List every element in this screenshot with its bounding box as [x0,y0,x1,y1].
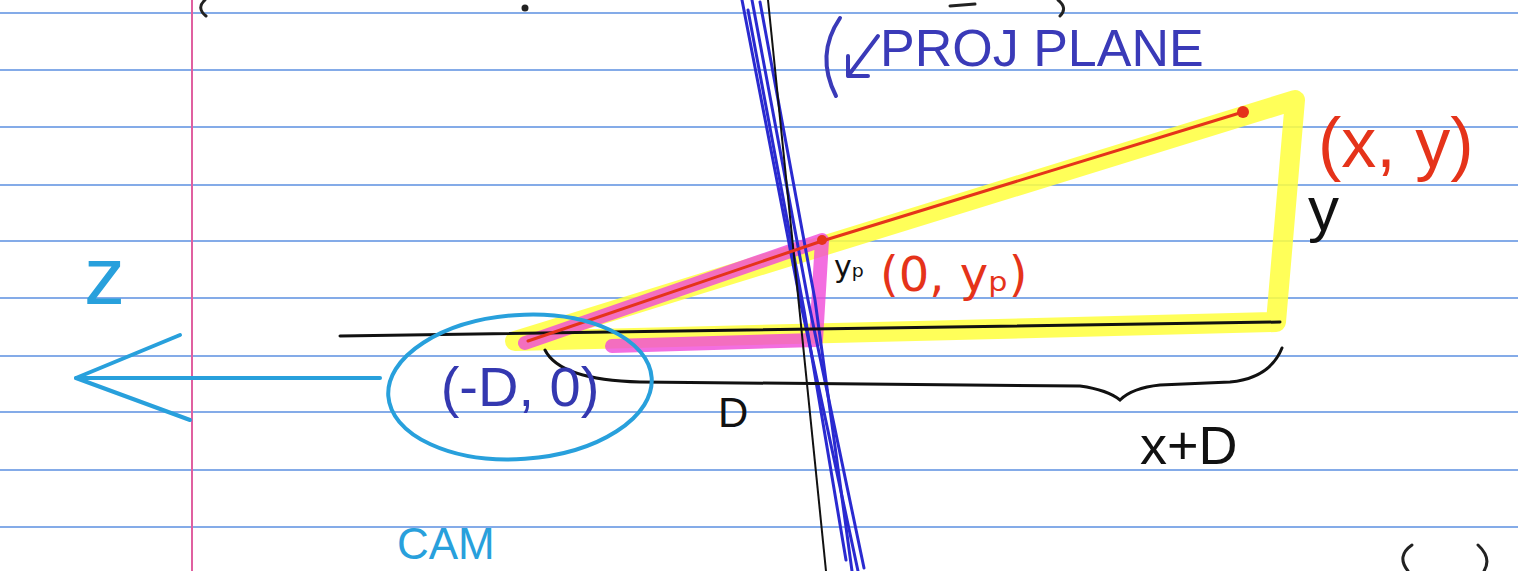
scribble-dot [523,6,527,10]
arrow-shaft [76,376,380,380]
handwritten-label: (0, yₚ) [880,246,1027,302]
label-box: y [1308,178,1339,240]
margin-line [191,0,193,571]
ruled-line [0,355,1518,357]
handwritten-label: x+D [1140,415,1238,475]
scribble [1403,545,1412,571]
plane-line [768,0,826,571]
handwritten-label: D [718,389,748,436]
x-axis [340,322,1280,336]
point-dot [817,235,827,245]
handwritten-label: (x, y) [1318,104,1474,182]
plane-pointer [826,18,878,96]
handwritten-label: y [1308,174,1339,243]
label-box: (0, yₚ) [880,250,1027,298]
arrow-head [76,335,190,420]
plane-stroke [760,2,852,571]
scribble [1478,545,1487,571]
node-caption: CAM [397,522,495,566]
z-axis-arrow [76,335,380,420]
ruled-line [0,411,1518,413]
ruled-line [0,297,1518,299]
paren-stroke [826,18,840,96]
camera-circle: (-D, 0)CAM [385,312,655,462]
point-coordinate: (-D, 0) [441,359,600,415]
highlight-triangle [515,100,1295,341]
label-box: x+D [1140,418,1238,472]
scribble [201,0,206,16]
ruled-line [0,526,1518,528]
label-box: PROJ PLANE [880,22,1204,74]
handwritten-label: yₚ [834,249,865,284]
handwritten-label: PROJ PLANE [880,19,1204,77]
pointer-arrow [848,36,878,76]
label-box: (x, y) [1318,108,1474,178]
circle-shape [383,306,656,468]
projection-plane [742,0,864,571]
point-dot [1237,106,1249,118]
distance-brace [545,348,1282,400]
ruled-line [0,12,1518,14]
scribble [1058,0,1064,16]
label-box: z [84,235,125,317]
partial-scribbles [201,0,1487,571]
handwritten-label: z [84,230,125,321]
ruled-line [0,469,1518,471]
plane-stroke [742,0,858,571]
scribble [950,4,975,6]
label-box: D [718,392,748,434]
projection-ray [528,112,1243,341]
plane-stroke [752,0,864,568]
label-box: yₚ [834,252,865,282]
